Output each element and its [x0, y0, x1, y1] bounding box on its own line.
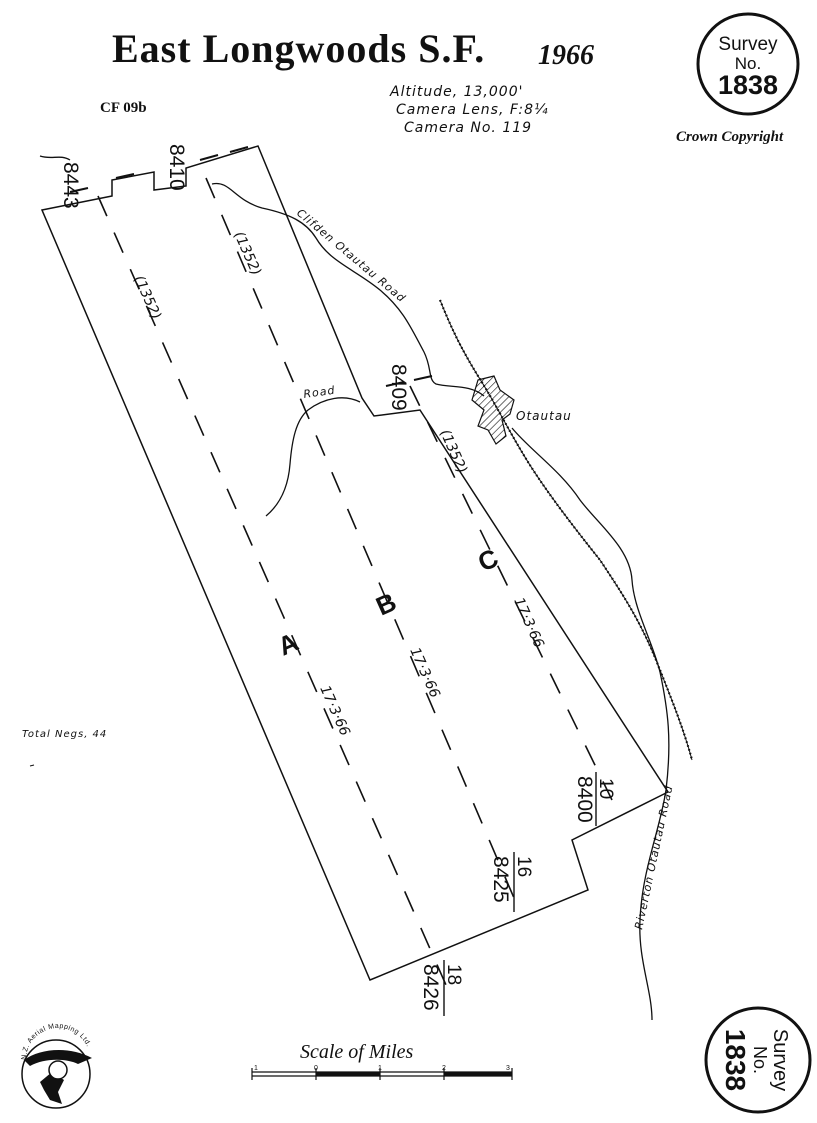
survey-badge-bottom: Survey No. 1838 [704, 1006, 812, 1114]
strip-b-date: 17·3·66 [406, 645, 442, 700]
strip-c-scale-note: (1352) [436, 427, 470, 476]
survey-badge-bottom-line2: No. [750, 1046, 770, 1074]
strip-c-date: 17·3·66 [510, 595, 546, 650]
strip-b-start-photo: 8410 [165, 144, 188, 191]
strip-a-letter: A [273, 626, 303, 661]
survey-badge-top: Survey No. 1838 [696, 12, 800, 116]
strip-c-end-count: 10 [595, 778, 616, 799]
left-road [265, 397, 361, 517]
strip-a-scale-note: (1352) [130, 273, 164, 322]
aerial-mapping-logo: N.Z. Aerial Mapping Ltd. [21, 1023, 92, 1109]
survey-badge-line2: No. [735, 54, 761, 73]
flight-line-c [409, 385, 613, 801]
scale-tick-0: 0 [314, 1065, 318, 1072]
flight-lines [97, 177, 613, 986]
scale-bar: Scale of Miles 1 0 1 2 3 [251, 1041, 513, 1080]
total-negs: Total Negs, 44 [22, 729, 107, 740]
strip-a-start-photo: 8443 [59, 162, 82, 209]
strip-b-letter: B [371, 586, 400, 621]
clifden-otautau-road [211, 182, 485, 397]
road-label: Road [303, 384, 337, 401]
town-label: Otautau [516, 409, 572, 423]
strip-c-start-photo: 8409 [387, 364, 410, 411]
survey-badge-line1: Survey [718, 34, 778, 55]
map-year: 1966 [538, 40, 594, 71]
coverage-boundary [40, 145, 670, 981]
flight-lens: Camera Lens, F:8¼ [396, 102, 549, 118]
flight-line-b [205, 177, 515, 899]
strip-c-letter: C [473, 542, 503, 577]
scale-tick-3: 3 [506, 1065, 510, 1072]
flight-camera: Camera No. 119 [404, 120, 532, 136]
survey-badge-bottom-number: 1838 [720, 1029, 751, 1091]
clifden-road-label: Clifden Otautau Road [294, 206, 408, 305]
scale-label: Scale of Miles [300, 1041, 414, 1063]
stray-mark [29, 764, 35, 767]
strip-c-end-photo: 8400 [573, 776, 596, 823]
strip-a-date: 17·3·66 [316, 683, 352, 738]
town-otautau-area [471, 375, 515, 445]
scale-tick-1: 1 [378, 1065, 382, 1072]
survey-badge-bottom-line1: Survey [769, 1029, 791, 1091]
strip-b-scale-note: (1352) [230, 229, 264, 278]
strip-b-end-count: 16 [513, 856, 534, 877]
top-edge-segments [69, 146, 433, 387]
strip-a-end-photo: 8426 [419, 964, 442, 1011]
strip-b-end-photo: 8425 [489, 856, 512, 903]
map-title: East Longwoods S.F. [112, 26, 485, 71]
scale-tick-1-left: 1 [254, 1065, 258, 1072]
survey-badge-number: 1838 [718, 70, 778, 100]
railway-line [438, 299, 694, 761]
strip-a-end-count: 18 [443, 964, 464, 985]
ref-code: CF 09b [100, 100, 147, 116]
top-left-road [39, 155, 71, 161]
flight-altitude: Altitude, 13,000' [389, 84, 523, 100]
riverton-otautau-road [511, 427, 670, 1021]
scale-tick-2: 2 [442, 1065, 446, 1072]
crown-copyright: Crown Copyright [676, 129, 784, 145]
